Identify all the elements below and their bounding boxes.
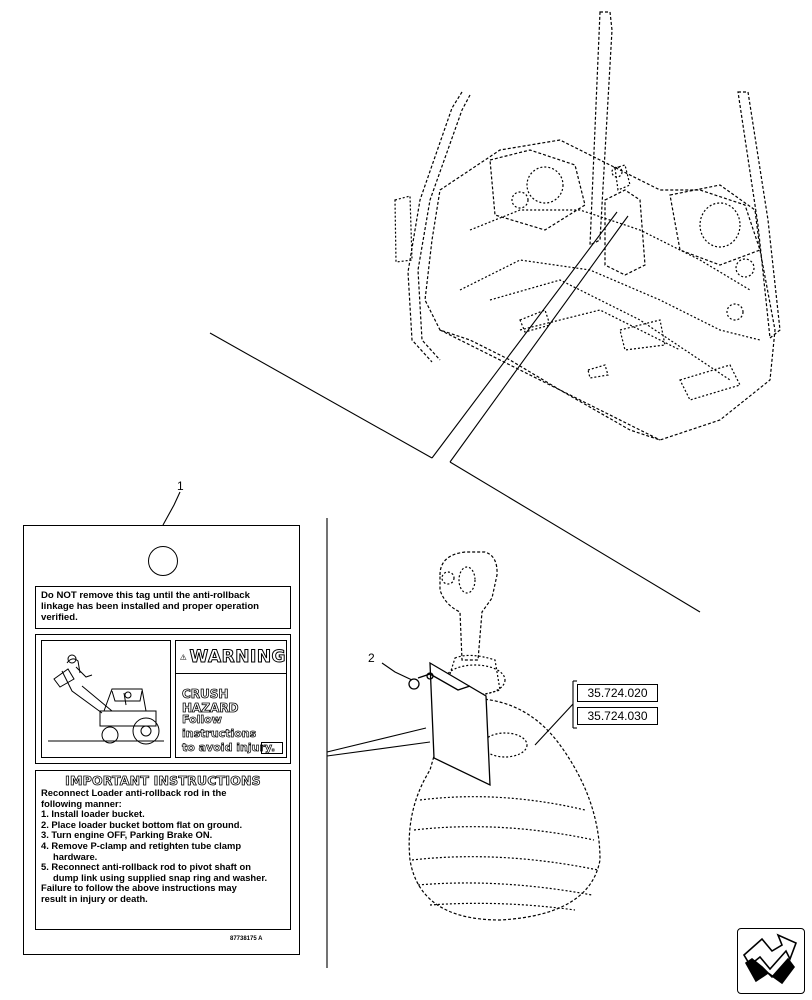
reference-link-1[interactable]: 35.724.020 bbox=[577, 684, 658, 702]
callout-item-1: 1 bbox=[177, 479, 184, 493]
cab-joystick bbox=[604, 189, 646, 276]
cab-rops-left-post bbox=[417, 94, 471, 361]
warning-triangle-icon bbox=[180, 654, 187, 660]
tag-hole bbox=[148, 546, 178, 576]
cab-rops-right-post bbox=[737, 91, 781, 340]
instructions-heading: IMPORTANT INSTRUCTIONS bbox=[65, 773, 261, 789]
warning-word: WARNING bbox=[189, 647, 286, 668]
tag-intro-text: Do NOT remove this tag until the anti-ro… bbox=[35, 586, 291, 629]
left-console bbox=[489, 149, 586, 231]
important-instructions: IMPORTANT INSTRUCTIONS Reconnect Loader … bbox=[35, 770, 291, 930]
tag-part-code: 87738175 A bbox=[230, 936, 263, 942]
hazard-title: CRUSH HAZARD bbox=[182, 687, 239, 716]
warning-text-block: WARNING CRUSH HAZARD Follow instructions… bbox=[175, 640, 287, 758]
callout-item-2: 2 bbox=[368, 651, 375, 665]
cab-platform bbox=[424, 139, 776, 441]
reference-link-2[interactable]: 35.724.030 bbox=[577, 707, 658, 725]
hazard-text: Follow instructions to avoid injury. bbox=[182, 713, 276, 755]
warning-tag: Do NOT remove this tag until the anti-ro… bbox=[23, 525, 300, 955]
loader-tractor-illustration bbox=[41, 640, 171, 758]
right-dashboard bbox=[669, 184, 761, 266]
next-page-arrow-icon[interactable] bbox=[737, 928, 805, 994]
cab-rops-center-post bbox=[589, 11, 613, 246]
manual-symbol-icon bbox=[261, 742, 283, 754]
warning-panel: WARNING CRUSH HAZARD Follow instructions… bbox=[35, 634, 291, 764]
tag-on-joystick bbox=[408, 661, 491, 787]
